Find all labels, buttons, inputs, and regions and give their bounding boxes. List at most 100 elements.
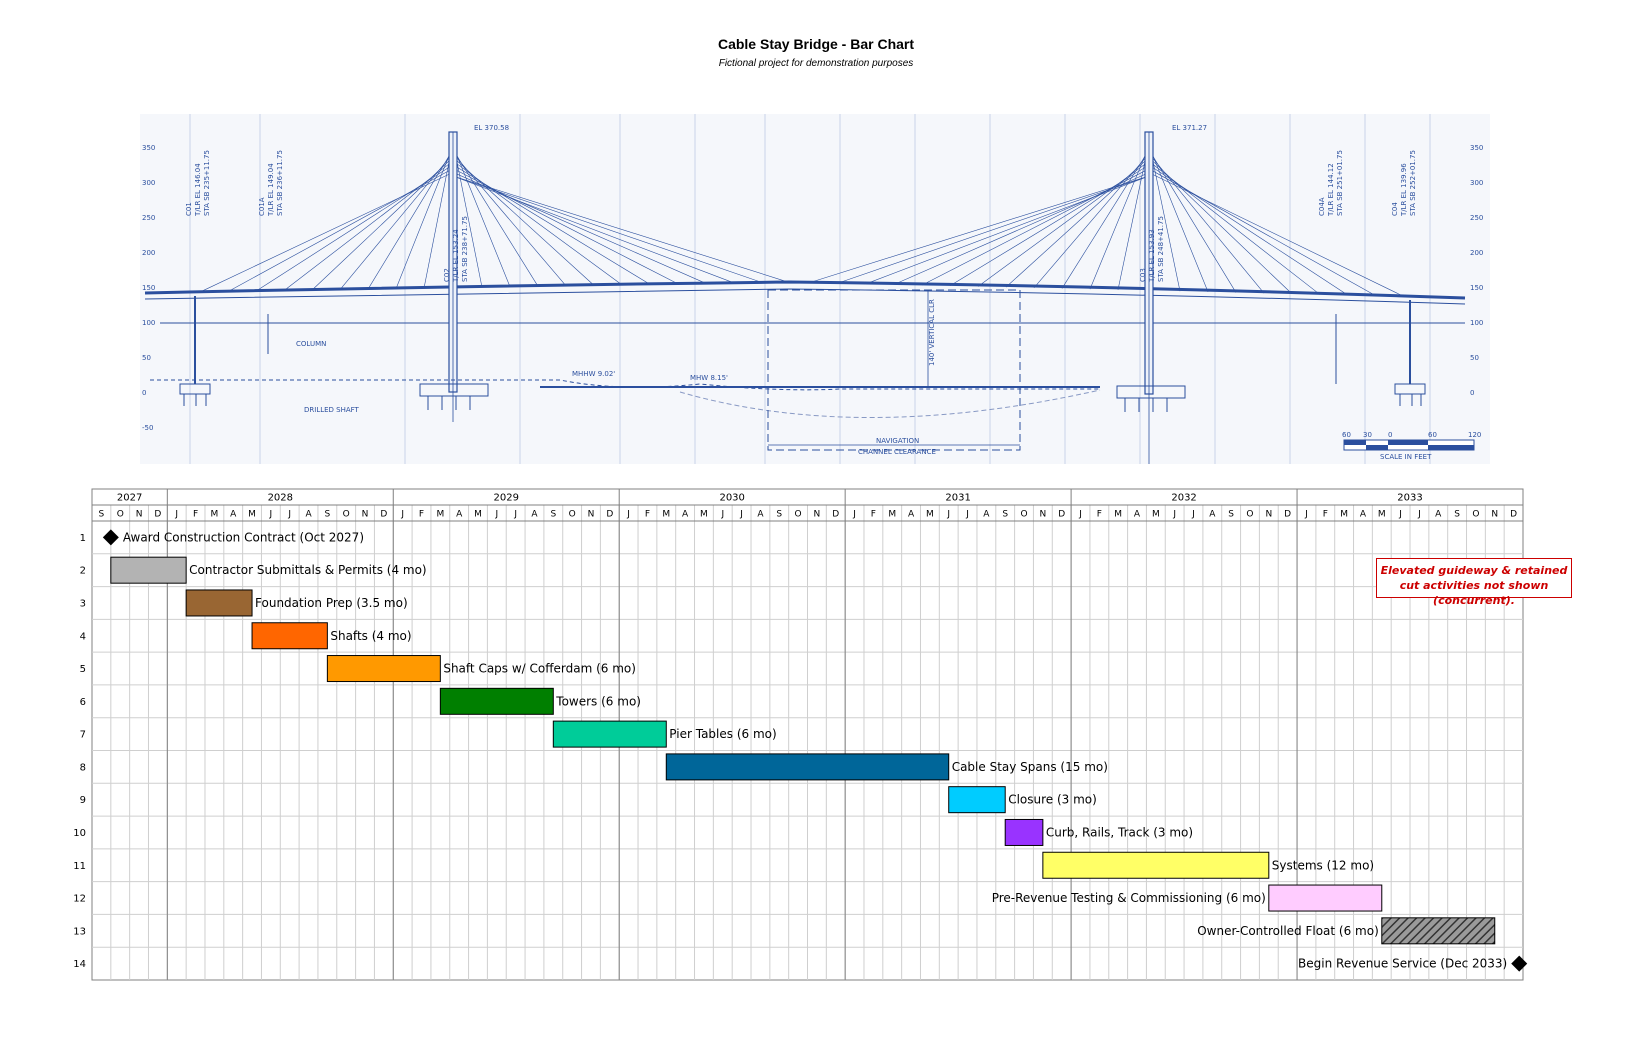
mhw-label: MHW 8.15'	[690, 374, 728, 382]
concurrent-activities-note: Elevated guideway & retained cut activit…	[1376, 558, 1572, 607]
month-label: J	[739, 510, 743, 520]
task-label: Begin Revenue Service (Dec 2033)	[1298, 957, 1507, 971]
pier-label-c03: C03 T/LR EL 153.93 STA SB 248+41.75	[1139, 216, 1165, 283]
navigation-label: NAVIGATION	[876, 437, 919, 445]
drawing-axis-right: 350 300 250 200 150 100 50 0	[1470, 144, 1483, 397]
year-label: 2029	[494, 493, 519, 504]
mhhw-label: MHHW 9.02'	[572, 370, 615, 378]
task-label: Award Construction Contract (Oct 2027)	[123, 530, 364, 544]
month-label: A	[908, 510, 915, 520]
month-label: A	[456, 510, 463, 520]
el-left-label: EL 370.58	[474, 124, 509, 132]
row-number: 2	[80, 566, 86, 577]
row-number: 8	[80, 762, 86, 773]
task-label: Closure (3 mo)	[1008, 793, 1097, 807]
gantt-tasks: Award Construction Contract (Oct 2027)Co…	[102, 529, 1528, 972]
task-bar	[1042, 851, 1270, 879]
pier-label: STA SB 238+71.75	[461, 216, 469, 282]
month-label: A	[682, 510, 689, 520]
pier-label: T/LR EL 153.24	[452, 229, 460, 283]
month-label: F	[1323, 510, 1328, 520]
pier-label: STA SB 235+11.75	[203, 150, 211, 216]
stay-cable	[1148, 142, 1181, 292]
pier-label: STA SB 236+11.75	[276, 150, 284, 216]
row-number: 3	[80, 598, 86, 609]
pier-label-c04a: C04A T/LR EL 144.12 STA SB 251+01.75	[1318, 150, 1344, 217]
month-label: J	[1417, 510, 1421, 520]
pylon-right	[1144, 131, 1154, 464]
stay-cable	[1148, 145, 1209, 293]
month-label: M	[1152, 510, 1160, 520]
task-bar	[110, 556, 187, 584]
month-label: J	[1172, 510, 1176, 520]
pier-label-c01: C01 T/LR EL 146.04 STA SB 235+11.75	[185, 150, 211, 217]
stay-cable	[1148, 164, 1349, 296]
pier-label: STA SB 252+01.75	[1409, 150, 1417, 216]
axis-left-label: 250	[142, 214, 155, 222]
row-number: 14	[73, 959, 86, 970]
task-bar	[1268, 884, 1383, 912]
pier-label: STA SB 251+01.75	[1336, 150, 1344, 216]
month-label: M	[1378, 510, 1386, 520]
month-label: F	[419, 510, 424, 520]
axis-right-label: 300	[1470, 179, 1483, 187]
pier-label: C04	[1391, 202, 1399, 216]
month-label: M	[926, 510, 934, 520]
month-label: N	[588, 510, 595, 520]
month-label: A	[230, 510, 237, 520]
month-label: F	[193, 510, 198, 520]
month-label: J	[287, 510, 291, 520]
task-bar	[185, 589, 253, 617]
month-label: O	[1246, 510, 1253, 520]
row-number: 11	[73, 861, 86, 872]
stay-cable	[423, 141, 454, 289]
drilled-shaft-label: DRILLED SHAFT	[304, 406, 360, 414]
axis-left-label: 50	[142, 354, 151, 362]
task-bar	[665, 753, 950, 781]
axis-left-label: -50	[142, 424, 153, 432]
gantt-grid	[91, 488, 1524, 981]
milestone-marker	[1511, 955, 1528, 972]
month-label: O	[343, 510, 350, 520]
stay-cable	[452, 175, 763, 283]
year-label: 2028	[268, 493, 293, 504]
stay-cable	[1033, 153, 1150, 288]
stay-cable	[1148, 149, 1237, 293]
month-label: D	[606, 510, 613, 520]
month-label: J	[400, 510, 404, 520]
month-label: J	[965, 510, 969, 520]
month-label: S	[325, 510, 331, 520]
axis-left-label: 100	[142, 319, 155, 327]
axis-left-label: 150	[142, 284, 155, 292]
row-number: 13	[73, 926, 86, 937]
axis-right-label: 250	[1470, 214, 1483, 222]
el-right-label: EL 371.27	[1172, 124, 1207, 132]
stay-cable	[339, 153, 454, 290]
month-label: D	[154, 510, 161, 520]
stay-cable	[452, 141, 483, 288]
stay-cable	[977, 160, 1150, 287]
milestone-marker	[102, 529, 119, 546]
stay-cable	[809, 175, 1150, 283]
scale-tick-label: 0	[1388, 431, 1392, 439]
month-label: A	[1209, 510, 1216, 520]
month-label: D	[1510, 510, 1517, 520]
task-label: Curb, Rails, Track (3 mo)	[1046, 825, 1193, 839]
pier-label: STA SB 248+41.75	[1157, 216, 1165, 282]
task-label: Cable Stay Spans (15 mo)	[952, 760, 1108, 774]
row-number: 4	[80, 631, 86, 642]
stay-cable	[395, 145, 454, 289]
stay-cable	[1005, 157, 1150, 288]
task-label: Pier Tables (6 mo)	[669, 727, 776, 741]
month-label: J	[1398, 510, 1402, 520]
scale-tick-label: 30	[1363, 431, 1372, 439]
task-label: Shaft Caps w/ Cofferdam (6 mo)	[443, 662, 636, 676]
stay-cable	[311, 156, 454, 291]
month-label: S	[1454, 510, 1460, 520]
task-label: Owner-Controlled Float (6 mo)	[1197, 924, 1379, 938]
pier-label: C04A	[1318, 197, 1326, 216]
task-bar	[251, 622, 328, 650]
stay-cable	[1148, 153, 1265, 294]
